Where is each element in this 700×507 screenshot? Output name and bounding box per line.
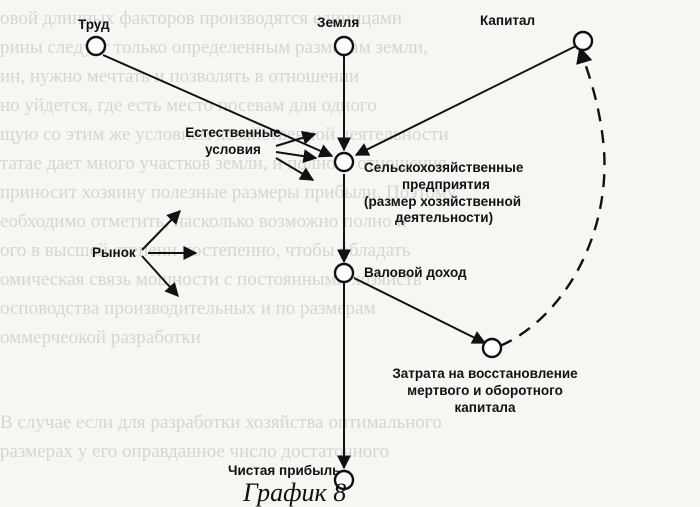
arrow-natural-conditions <box>275 157 315 181</box>
arrow-natural-conditions <box>275 131 317 147</box>
label-natural-conditions: Естественные <box>185 125 281 140</box>
label-natural-conditions: условия <box>205 142 261 157</box>
label-net-profit: Чистая прибыль <box>228 463 340 478</box>
label-farms: предприятия <box>402 177 490 192</box>
background-text-line: но уйдется, где есть место посевам для о… <box>0 95 377 116</box>
background-text-line: приносит хозяину полезные размеры прибыл… <box>0 182 457 203</box>
edge-labor-to-farms <box>102 54 334 158</box>
node-reinvestment <box>481 337 503 359</box>
label-gross-income: Валовой доход <box>364 265 467 280</box>
label-market: Рынок <box>92 245 136 260</box>
label-reinvestment: Затрата на восстановление <box>392 366 578 381</box>
label-reinvestment: капитала <box>455 400 516 415</box>
background-text-line: ого в высшей степени постепенно, чтобы о… <box>0 240 411 261</box>
background-text-line: рины следует только определенным размера… <box>0 37 428 58</box>
node-farms <box>333 151 355 173</box>
label-labor: Труд <box>78 17 110 32</box>
background-text-line: оммерчеокой разработки <box>0 327 201 348</box>
node-net-profit <box>333 469 355 491</box>
background-text-line: омическая связь мощности с постоянными х… <box>0 269 422 290</box>
label-farms: Сельскохозяйственные <box>364 160 524 175</box>
node-gross-income <box>333 262 355 284</box>
background-text-line: В случае если для разработки хозяйства о… <box>0 412 442 433</box>
label-reinvestment: мертвого и оборотного <box>407 383 563 398</box>
arrow-natural-conditions <box>275 149 318 164</box>
label-capital: Капитал <box>480 13 535 28</box>
edge-capital-to-farms <box>354 45 577 156</box>
background-text-line: размерах у его оправданное число достато… <box>0 441 390 462</box>
label-land: Земля <box>317 15 359 30</box>
background-text-line: ин, нужно мечтать и позволять в отношени… <box>0 66 360 87</box>
node-labor <box>85 35 107 57</box>
arrow-market <box>141 209 181 251</box>
node-capital <box>572 30 594 52</box>
background-text-line: щую со этим же условием хозяйственной де… <box>0 124 449 145</box>
background-text-line: овой длинных факторов производятся едини… <box>0 8 403 29</box>
figure-caption: График 8 <box>242 478 346 507</box>
label-farms: (размер хозяйственной <box>364 194 521 209</box>
edge-gross-income-to-reinvestment <box>353 277 487 344</box>
background-text-line: осповодства производительных и по размер… <box>0 298 376 319</box>
background-text-line: еобходимо отметить, насколько возможно п… <box>0 211 407 232</box>
node-land <box>333 35 355 57</box>
dashed-feedback-reinvestment-to-capital <box>499 46 606 348</box>
arrow-market <box>141 255 179 298</box>
label-farms: деятельности) <box>395 210 493 225</box>
